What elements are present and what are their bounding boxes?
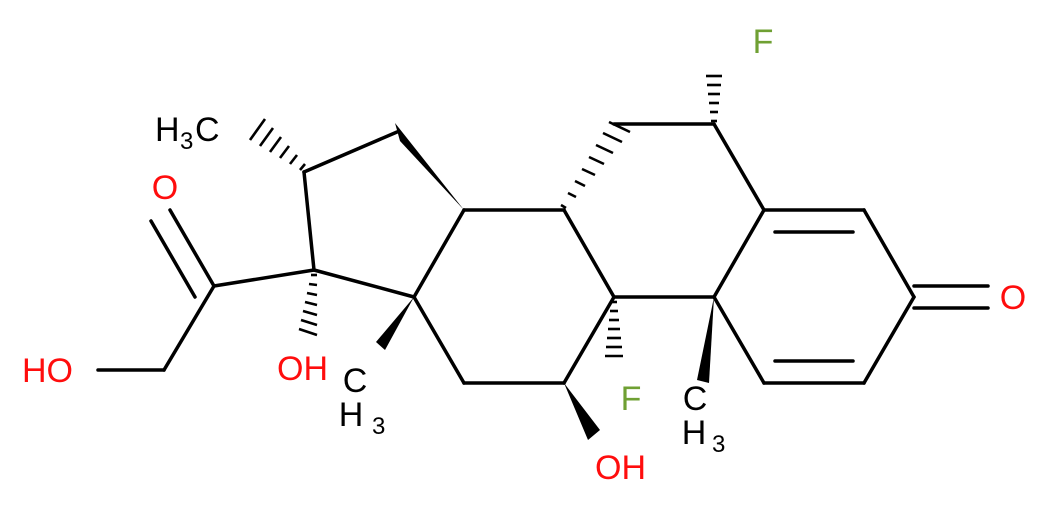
methyl-c13-c: C bbox=[343, 362, 368, 400]
fluorine-atom-c9: F bbox=[621, 380, 642, 418]
wedge-c10-methyl bbox=[697, 297, 714, 383]
hash-c9-f bbox=[605, 300, 623, 358]
wedge-c14-c15 bbox=[395, 123, 464, 210]
hash-bonds bbox=[248, 74, 722, 358]
bond-c13-c12 bbox=[412, 295, 466, 385]
ketone-oxygen-c20: O bbox=[152, 169, 178, 207]
methyl-c13-subscript: 3 bbox=[372, 413, 385, 440]
hydroxyl-c21: HO bbox=[22, 352, 73, 390]
methyl-c16-h: H bbox=[155, 111, 180, 149]
atom-labels: F F O O HO OH OH H 3 C C H 3 C H 3 bbox=[22, 23, 1026, 487]
bond-c10-c5 bbox=[712, 208, 766, 299]
bond-c13-c17 bbox=[312, 268, 416, 299]
bond-c20-o bbox=[168, 208, 216, 288]
methyl-c10-subscript: 3 bbox=[712, 431, 725, 458]
bond-c20-c21 bbox=[162, 284, 216, 372]
ring-bonds bbox=[96, 122, 990, 385]
hash-c16-methyl bbox=[248, 118, 306, 171]
bond-c20-o-double bbox=[149, 219, 197, 299]
ketone-oxygen-c3: O bbox=[1000, 279, 1026, 317]
hydroxyl-c11: OH bbox=[595, 449, 646, 487]
methyl-c16-c: C bbox=[195, 111, 220, 149]
bond-c3-c2 bbox=[862, 295, 916, 385]
wedge-bonds bbox=[376, 123, 714, 440]
hash-c17-oh bbox=[298, 273, 318, 337]
wedge-c11-oh bbox=[564, 383, 600, 440]
fluorine-atom-c6: F bbox=[753, 23, 774, 61]
methyl-c16-subscript: 3 bbox=[180, 128, 193, 155]
hash-c6-f bbox=[706, 74, 722, 123]
bond-c4-c3 bbox=[862, 208, 916, 299]
bond-c11-c9 bbox=[562, 295, 616, 385]
bond-c9-c8 bbox=[562, 208, 616, 299]
hash-c8-c7 bbox=[560, 120, 631, 210]
bond-c6-c5 bbox=[712, 122, 766, 212]
methyl-c10-c: C bbox=[683, 380, 708, 418]
methyl-c13-h: H bbox=[339, 396, 364, 434]
wedge-c13-methyl bbox=[376, 297, 414, 350]
bond-c17-c20 bbox=[212, 268, 316, 288]
methyl-c10-h: H bbox=[682, 414, 707, 452]
bond-c17-c16 bbox=[302, 170, 316, 272]
bond-c14-c13 bbox=[412, 208, 466, 299]
bond-c16-c15 bbox=[302, 130, 399, 174]
hydroxyl-c17-o: OH bbox=[277, 350, 328, 388]
bond-c1-c10 bbox=[712, 295, 766, 385]
